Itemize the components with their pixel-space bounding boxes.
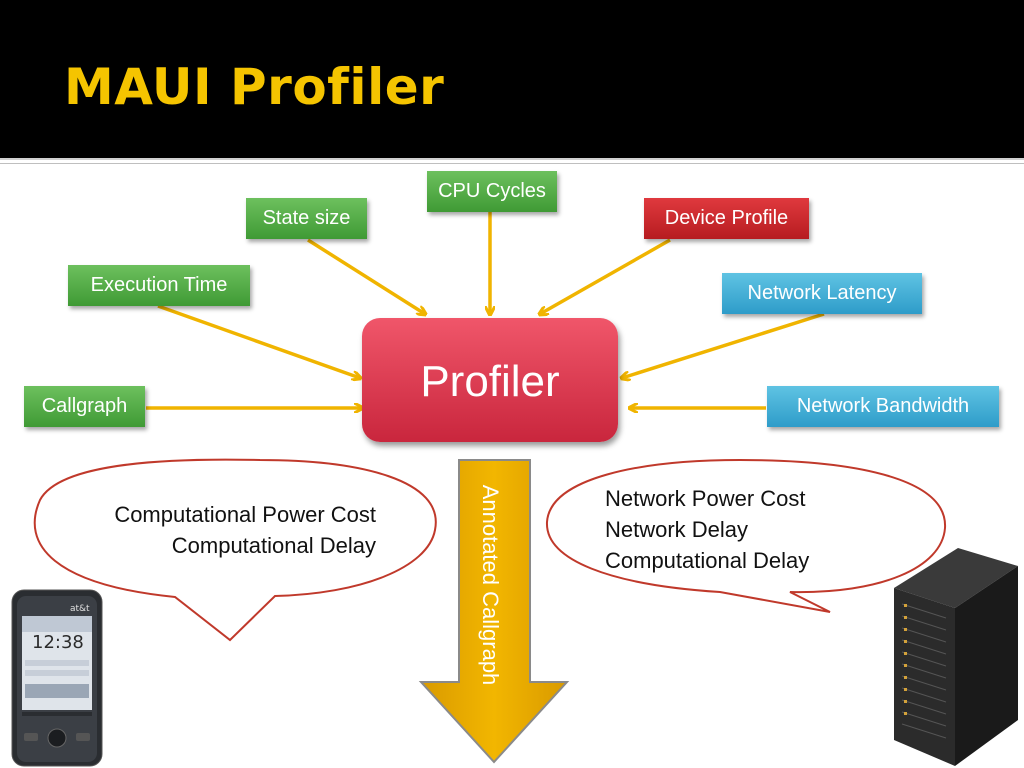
title-divider: [0, 158, 1024, 164]
slide-title: MAUI Profiler: [64, 58, 445, 116]
arrow-execution-time: [157, 304, 360, 378]
profiler-label: Profiler: [420, 357, 560, 406]
arrow-device-profile: [540, 238, 671, 314]
speech-bubble-left: [33, 458, 437, 642]
input-box-callgraph: Callgraph: [24, 386, 145, 427]
bubble-right-text: Network Power Cost Network Delay Computa…: [605, 483, 809, 576]
bubble-left-line: Computational Power Cost: [114, 502, 376, 527]
arrow-state-size: [307, 238, 425, 314]
input-box-network-latency: Network Latency: [722, 273, 922, 314]
bubble-right-line: Network Delay: [605, 517, 749, 542]
input-box-state-size: State size: [246, 198, 367, 239]
profiler-box: Profiler: [362, 318, 618, 442]
phone-clock-text: 12:38: [32, 632, 84, 653]
phone-carrier-text: at&t: [70, 604, 90, 614]
input-box-cpu-cycles: CPU Cycles: [427, 171, 557, 212]
arrow-network-latency: [622, 312, 825, 378]
bubble-left-line: Computational Delay: [171, 533, 376, 558]
bubble-left-text: Computational Power Cost Computational D…: [114, 499, 376, 561]
bubble-right-line: Network Power Cost: [605, 486, 806, 511]
output-arrow-label: Annotated Callgraph: [478, 484, 503, 686]
phone-image: at&t 12:38: [11, 589, 103, 767]
input-box-execution-time: Execution Time: [68, 265, 250, 306]
input-box-device-profile: Device Profile: [644, 198, 809, 239]
bubble-right-line: Computational Delay: [605, 548, 810, 573]
input-box-network-bandwidth: Network Bandwidth: [767, 386, 999, 427]
speech-bubble-right: [545, 458, 947, 613]
server-rack-image: [894, 548, 1018, 766]
output-down-arrow: [418, 459, 570, 764]
title-bar: MAUI Profiler: [0, 0, 1024, 158]
